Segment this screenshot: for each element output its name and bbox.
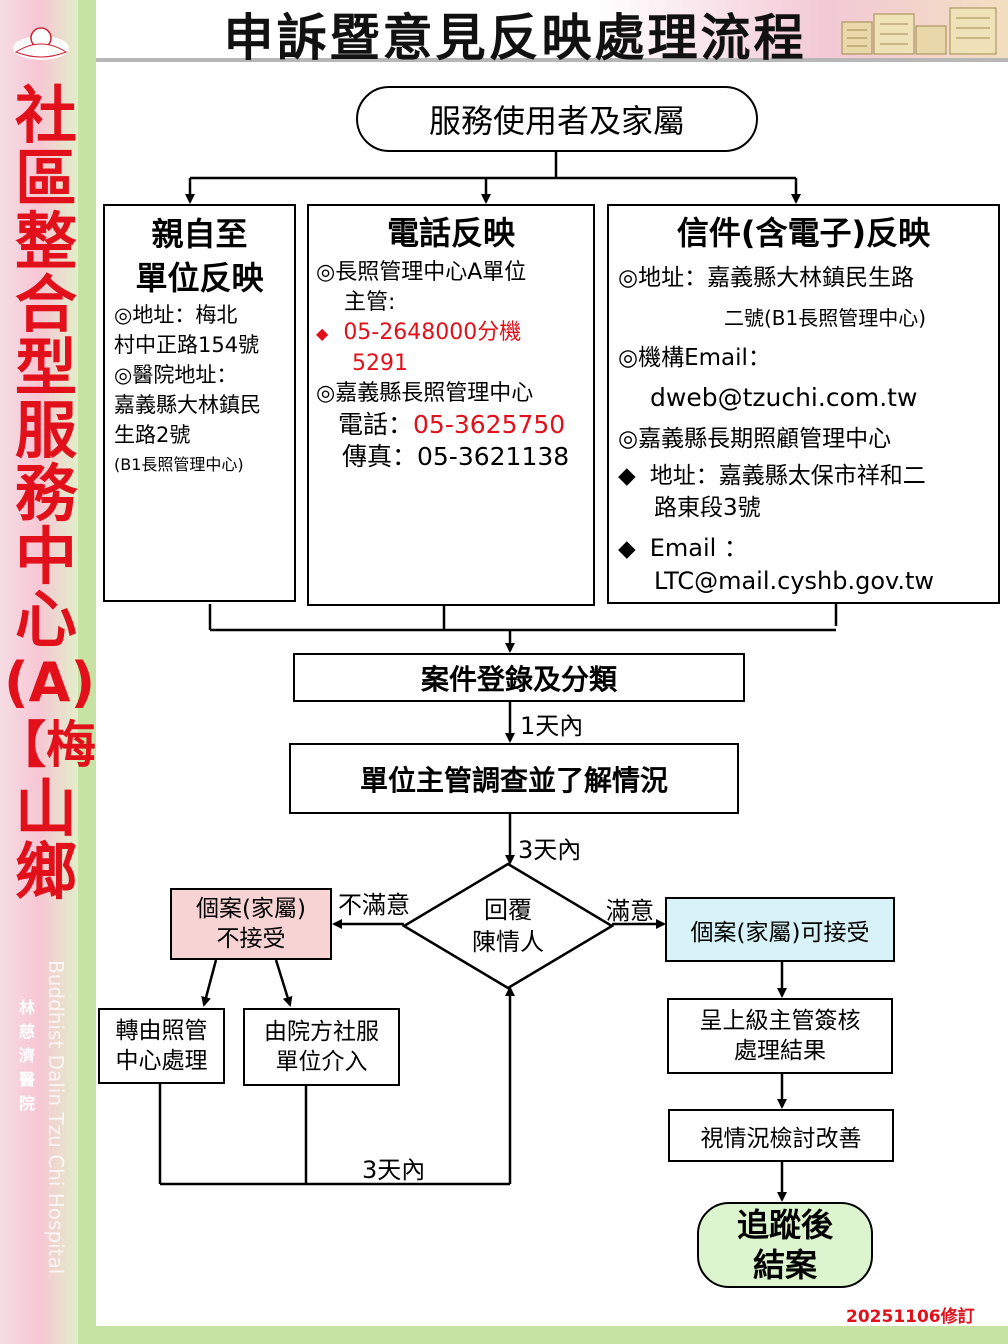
revision-date: 20251106修訂 bbox=[846, 1307, 975, 1327]
edge-label-day1: 1天內 bbox=[520, 712, 584, 740]
side-org-english: Buddhist Dalin Tzu Chi Hospital bbox=[44, 960, 68, 1275]
edge-label-day3-b: 3天內 bbox=[362, 1156, 426, 1184]
phone-lines: ◎長照管理中心A單位 主管: ◆ 05-2648000分機 5291 ◎嘉義縣長… bbox=[316, 260, 570, 471]
phone-title: 電話反映 bbox=[386, 214, 515, 252]
decision-label: 回覆 陳情人 bbox=[472, 896, 544, 956]
decision-diamond bbox=[401, 862, 615, 990]
footer-band bbox=[96, 1326, 1008, 1344]
hospital-building-icon bbox=[841, 7, 997, 55]
investigate-node: 單位主管調查並了解情況 bbox=[289, 743, 739, 814]
in-person-box bbox=[103, 204, 296, 602]
social-service-node: 由院方社服單位介入 bbox=[243, 1008, 400, 1086]
end-node: 追蹤後結案 bbox=[697, 1202, 873, 1288]
lotus-logo-icon bbox=[13, 27, 69, 60]
start-node: 服務使用者及家屬 bbox=[356, 86, 758, 152]
review-node: 視情況檢討改善 bbox=[668, 1109, 894, 1162]
page-title: 申訴暨意見反映處理流程 bbox=[223, 9, 807, 67]
edge-label-day3-a: 3天內 bbox=[518, 836, 582, 864]
in-person-title: 親自至 單位反映 bbox=[135, 215, 264, 297]
transfer-node: 轉由照管中心處理 bbox=[98, 1008, 225, 1084]
edge-label-unsatisfied: 不滿意 bbox=[338, 891, 410, 919]
in-person-address: ◎地址：梅北 村中正路154號 ◎醫院地址： 嘉義縣大林鎮民 生路2號 (B1長… bbox=[114, 303, 261, 474]
approve-node: 呈上級主管簽核處理結果 bbox=[667, 998, 893, 1074]
header-divider bbox=[96, 58, 1008, 62]
phone-box bbox=[307, 204, 595, 606]
letter-lines: ◎地址：嘉義縣大林鎮民生路 二號(B1長照管理中心) ◎機構Email： dwe… bbox=[618, 265, 935, 595]
letter-title: 信件(含電子)反映 bbox=[676, 214, 931, 252]
register-node: 案件登錄及分類 bbox=[293, 653, 745, 702]
side-banner bbox=[0, 0, 96, 1344]
letter-box bbox=[607, 204, 1000, 604]
reject-node: 個案(家屬)不接受 bbox=[170, 888, 332, 960]
accept-node: 個案(家屬)可接受 bbox=[665, 897, 895, 962]
edge-label-satisfied: 滿意 bbox=[606, 897, 654, 925]
side-org-name: 林 慈 濟 醫 院 bbox=[18, 998, 35, 1113]
side-title: 社 區 整 合 型 服 務 中 心 (A) 【梅 山 鄉 bbox=[0, 79, 96, 908]
